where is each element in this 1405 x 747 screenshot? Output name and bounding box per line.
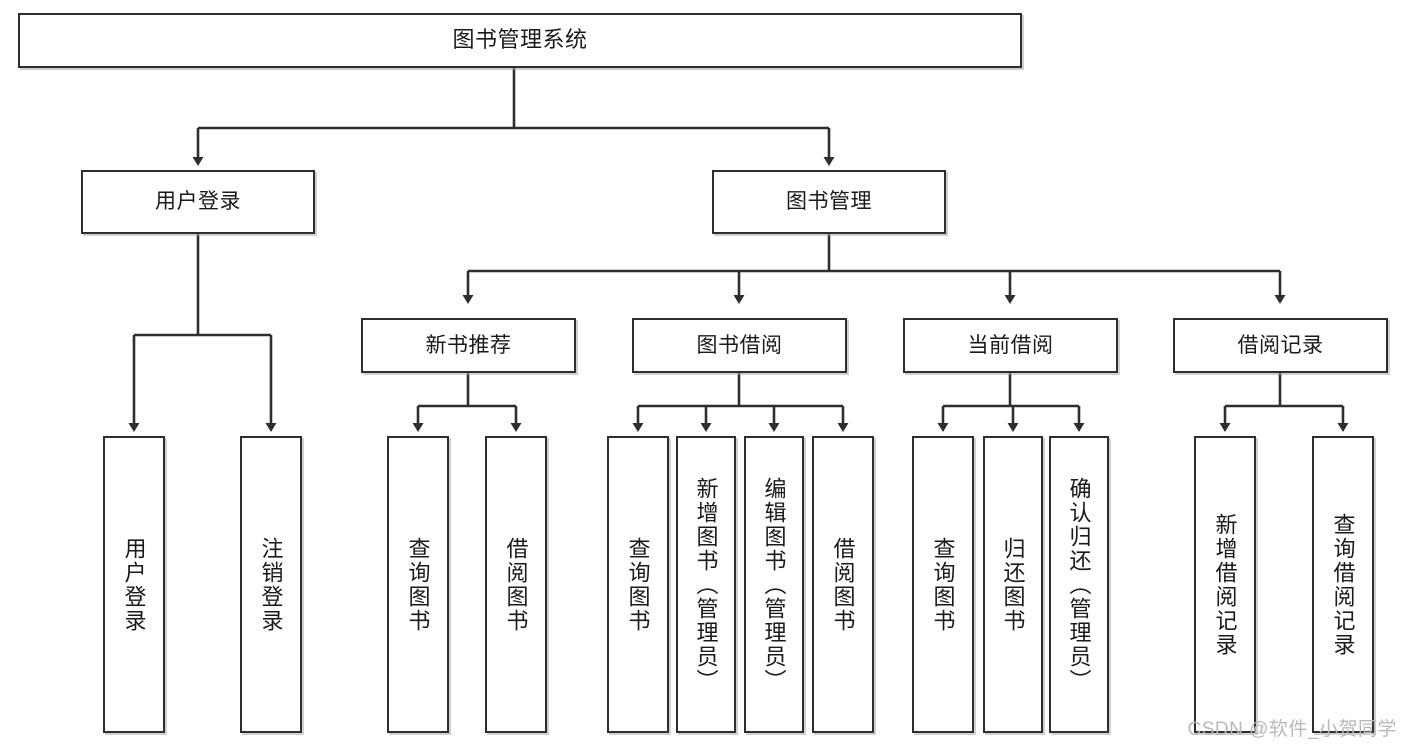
node-leaf-logout[interactable]: 注销登录 [240,436,302,733]
node-root-label: 图书管理系统 [452,27,588,53]
node-leaf-borrow-book-1[interactable]: 借阅图书 [485,436,547,733]
node-leaf-user-login-label: 用户登录 [121,536,147,633]
node-book-manage-label: 图书管理 [786,190,872,214]
node-root[interactable]: 图书管理系统 [18,13,1022,68]
node-leaf-borrow-book-2-label: 借阅图书 [830,536,856,633]
node-leaf-return-book-label: 归还图书 [1000,536,1026,633]
node-borrow-record[interactable]: 借阅记录 [1173,318,1388,373]
node-leaf-query-record-label: 查询借阅记录 [1330,512,1356,657]
node-leaf-query-book-2[interactable]: 查询图书 [607,436,669,733]
node-leaf-query-book-3[interactable]: 查询图书 [912,436,974,733]
node-leaf-add-book-label: 新增图书（管理员） [693,476,719,693]
node-leaf-user-login[interactable]: 用户登录 [103,436,165,733]
node-leaf-edit-book[interactable]: 编辑图书（管理员） [744,436,804,733]
node-new-book-rec[interactable]: 新书推荐 [361,318,576,373]
node-leaf-query-book-1[interactable]: 查询图书 [387,436,449,733]
node-leaf-add-record[interactable]: 新增借阅记录 [1194,436,1256,733]
node-leaf-query-book-3-label: 查询图书 [930,536,956,633]
node-leaf-add-book[interactable]: 新增图书（管理员） [676,436,736,733]
node-leaf-confirm-return-label: 确认归还（管理员） [1066,476,1092,693]
node-current-borrow[interactable]: 当前借阅 [903,318,1118,373]
node-leaf-add-record-label: 新增借阅记录 [1212,512,1238,657]
node-leaf-return-book[interactable]: 归还图书 [983,436,1043,733]
node-leaf-query-book-1-label: 查询图书 [405,536,431,633]
node-leaf-query-record[interactable]: 查询借阅记录 [1312,436,1374,733]
node-new-book-rec-label: 新书推荐 [425,333,512,357]
node-book-borrow[interactable]: 图书借阅 [632,318,847,373]
node-leaf-logout-label: 注销登录 [258,536,284,633]
node-leaf-borrow-book-1-label: 借阅图书 [503,536,529,633]
node-user-login[interactable]: 用户登录 [81,170,315,234]
node-current-borrow-label: 当前借阅 [967,333,1054,357]
node-leaf-query-book-2-label: 查询图书 [625,536,651,633]
node-leaf-confirm-return[interactable]: 确认归还（管理员） [1049,436,1109,733]
node-leaf-borrow-book-2[interactable]: 借阅图书 [812,436,874,733]
node-user-login-label: 用户登录 [155,190,241,214]
node-leaf-edit-book-label: 编辑图书（管理员） [761,476,787,693]
node-book-borrow-label: 图书借阅 [696,333,783,357]
node-borrow-record-label: 借阅记录 [1237,333,1324,357]
node-book-manage[interactable]: 图书管理 [712,170,946,234]
